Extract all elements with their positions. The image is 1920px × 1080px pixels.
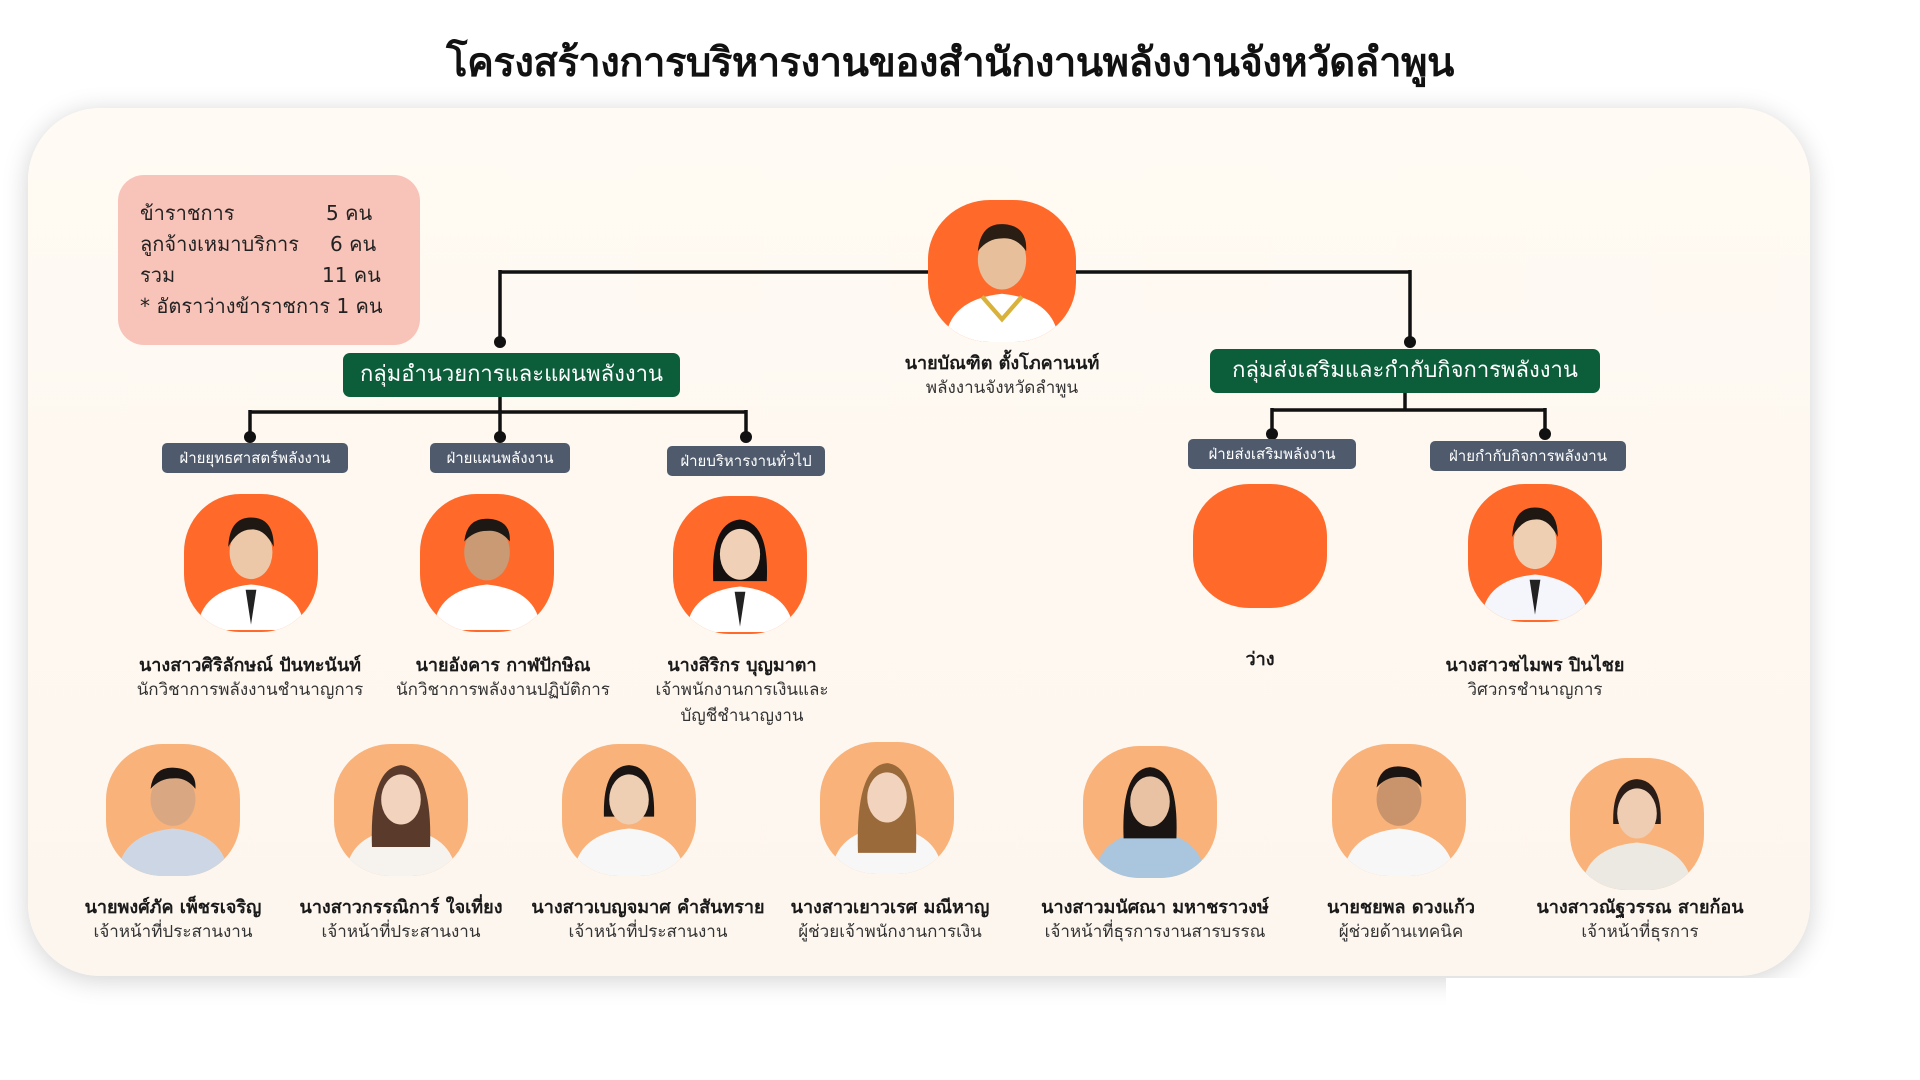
avatar-staff-6 bbox=[1332, 744, 1466, 876]
avatar-head bbox=[928, 200, 1076, 342]
officer-vacant-label: ว่าง bbox=[1245, 649, 1275, 670]
avatar-officer-3 bbox=[673, 496, 807, 634]
staff-summary-box: ข้าราชการ 5 คน ลูกจ้างเหมาบริการ 6 คน รว… bbox=[118, 175, 420, 345]
person-icon bbox=[1094, 767, 1206, 878]
avatar-staff-5 bbox=[1083, 746, 1217, 878]
head-position: พลังงานจังหวัดลำพูน bbox=[925, 378, 1079, 398]
divider-strip bbox=[1446, 978, 1810, 1014]
person-icon bbox=[831, 763, 943, 874]
person-icon bbox=[686, 519, 794, 632]
officer-1-position: นักวิชาการพลังงานชำนาญการ bbox=[136, 680, 364, 700]
officer-3-position: เจ้าพนักงานการเงินและ bbox=[655, 680, 829, 700]
summary-vacancy-note: * อัตราว่างข้าราชการ 1 คน bbox=[140, 294, 383, 318]
officer-2-name: นายอังคาร กาฬปักษิณ bbox=[415, 655, 591, 676]
staff-4-name: นางสาวเยาวเรศ มณีหาญ bbox=[790, 897, 990, 918]
staff-2-position: เจ้าหน้าที่ประสานงาน bbox=[321, 922, 481, 942]
officer-5-name: นางสาวชไมพร ปินไชย bbox=[1445, 655, 1625, 676]
person-icon bbox=[1481, 507, 1589, 620]
summary-label-total: รวม bbox=[140, 263, 176, 287]
section-strategy: ฝ่ายยุทธศาสตร์พลังงาน bbox=[162, 443, 348, 473]
staff-1-position: เจ้าหน้าที่ประสานงาน bbox=[93, 922, 253, 942]
section-general-admin: ฝ่ายบริหารงานทั่วไป bbox=[667, 446, 825, 476]
person-icon bbox=[1581, 779, 1693, 890]
group-promotion-regulation: กลุ่มส่งเสริมและกำกับกิจการพลังงาน bbox=[1210, 349, 1600, 393]
officer-3-position-line2: บัญชีชำนาญงาน bbox=[680, 706, 804, 726]
staff-7-name: นางสาวณัฐวรรณ สายก้อน bbox=[1536, 897, 1744, 918]
person-icon bbox=[573, 765, 685, 876]
staff-6-name: นายชยพล ดวงแก้ว bbox=[1326, 897, 1476, 918]
staff-5-position: เจ้าหน้าที่ธุรการงานสารบรรณ bbox=[1044, 922, 1266, 942]
staff-4-position: ผู้ช่วยเจ้าพนักงานการเงิน bbox=[798, 922, 982, 942]
avatar-staff-4 bbox=[820, 742, 954, 874]
person-icon bbox=[197, 517, 305, 630]
staff-3-name: นางสาวเบญจมาศ คำสันทราย bbox=[531, 897, 765, 918]
person-icon bbox=[945, 224, 1059, 342]
group-admin-planning: กลุ่มอำนวยการและแผนพลังงาน bbox=[343, 353, 680, 397]
officer-3-name: นางสิริกร บุญมาตา bbox=[667, 655, 817, 676]
person-icon bbox=[433, 518, 541, 630]
head-name: นายบัณฑิต ตั้งโภคานนท์ bbox=[904, 353, 1100, 374]
staff-5-name: นางสาวมนัศณา มหาชราวงษ์ bbox=[1041, 897, 1269, 918]
avatar-staff-3 bbox=[562, 744, 696, 876]
person-icon bbox=[345, 765, 457, 876]
avatar-officer-2 bbox=[420, 494, 554, 632]
avatar-staff-2 bbox=[334, 744, 468, 876]
summary-label-civil: ข้าราชการ bbox=[140, 201, 235, 225]
summary-value-civil: 5 คน bbox=[326, 201, 373, 225]
section-planning: ฝ่ายแผนพลังงาน bbox=[430, 443, 570, 473]
staff-7-position: เจ้าหน้าที่ธุรการ bbox=[1581, 922, 1699, 942]
section-promotion: ฝ่ายส่งเสริมพลังงาน bbox=[1188, 439, 1356, 469]
page-title: โครงสร้างการบริหารงานของสำนักงานพลังงานจ… bbox=[446, 40, 1454, 86]
staff-1-name: นายพงศ์ภัค เพ็ชรเจริญ bbox=[84, 897, 262, 918]
avatar-officer-5 bbox=[1468, 484, 1602, 622]
officer-5-position: วิศวกรชำนาญการ bbox=[1467, 680, 1603, 700]
avatar-officer-vacant bbox=[1193, 484, 1327, 608]
staff-3-position: เจ้าหน้าที่ประสานงาน bbox=[568, 922, 728, 942]
staff-2-name: นางสาวกรรณิการ์ ใจเที่ยง bbox=[299, 897, 503, 918]
summary-label-contract: ลูกจ้างเหมาบริการ bbox=[140, 232, 300, 256]
summary-value-total: 11 คน bbox=[322, 263, 381, 287]
person-icon bbox=[117, 767, 229, 876]
officer-2-position: นักวิชาการพลังงานปฏิบัติการ bbox=[396, 680, 610, 700]
avatar-officer-1 bbox=[184, 494, 318, 632]
avatar-staff-1 bbox=[106, 744, 240, 876]
section-regulation: ฝ่ายกำกับกิจการพลังงาน bbox=[1430, 441, 1626, 471]
officer-1-name: นางสาวศิริลักษณ์ ปันทะนันท์ bbox=[139, 655, 361, 676]
staff-6-position: ผู้ช่วยด้านเทคนิค bbox=[1338, 922, 1464, 942]
summary-value-contract: 6 คน bbox=[330, 232, 377, 256]
avatar-staff-7 bbox=[1570, 758, 1704, 890]
person-icon bbox=[1343, 766, 1455, 876]
